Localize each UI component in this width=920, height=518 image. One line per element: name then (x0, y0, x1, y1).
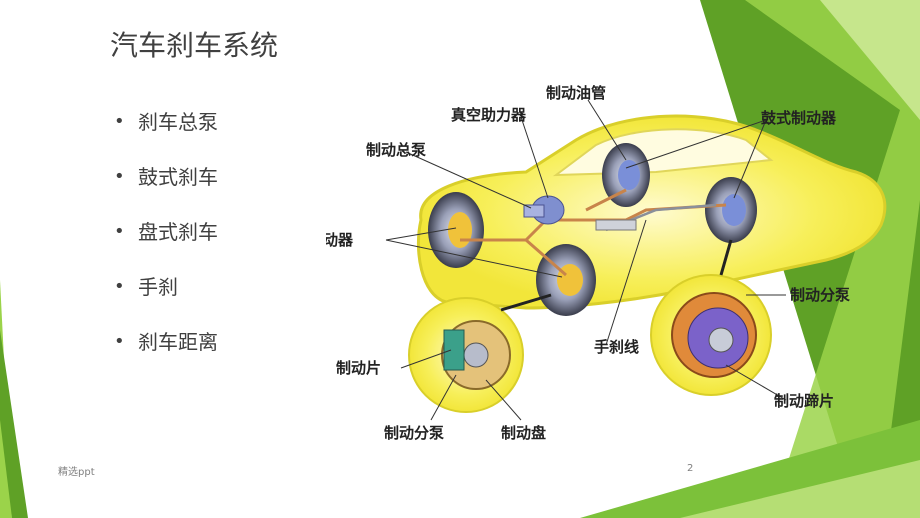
label-brake-line: 制动油管 (546, 84, 606, 102)
bullet-item: 鼓式刹车 (110, 157, 218, 212)
rear-right-wheel (705, 177, 757, 243)
bullet-list: 刹车总泵 鼓式刹车 盘式刹车 手刹 刹车距离 (110, 102, 218, 377)
drum-brake-detail (650, 274, 772, 396)
page-number: 2 (687, 463, 694, 474)
label-brake-pad: 制动片 (336, 359, 381, 377)
detail-connector (500, 293, 552, 312)
left-green-band-thin (0, 330, 28, 518)
bottom-right-green-light (680, 460, 920, 518)
label-brake-shoe: 制动蹄片 (774, 392, 834, 410)
brake-system-diagram: 制动油管 真空助力器 鼓式制动器 制动总泵 盘式制动器 制动分泵 制动片 手刹线… (326, 84, 887, 442)
label-brake-disc: 制动盘 (501, 424, 546, 442)
bullet-item: 刹车总泵 (110, 102, 218, 157)
handbrake-lever (595, 219, 637, 231)
label-wheel-cylinder-right: 制动分泵 (790, 286, 850, 304)
footer-text: 精选ppt (58, 467, 95, 478)
label-vacuum-booster: 真空助力器 (451, 106, 527, 124)
disc-brake-detail (408, 297, 524, 413)
vacuum-booster (523, 195, 565, 225)
bullet-item: 刹车距离 (110, 322, 218, 377)
label-disc-brake: 盘式制动器 (326, 231, 354, 249)
right-green-band-light (745, 0, 920, 518)
label-drum-brake: 鼓式制动器 (761, 109, 837, 127)
front-left-wheel (428, 192, 484, 268)
label-master-cylinder: 制动总泵 (366, 141, 426, 159)
bullet-item: 盘式刹车 (110, 212, 218, 267)
slide-title: 汽车刹车系统 (110, 29, 279, 62)
label-wheel-cylinder-left: 制动分泵 (384, 424, 444, 442)
right-green-band-pale (820, 0, 920, 120)
bullet-item: 手刹 (110, 267, 218, 322)
label-handbrake-cable: 手刹线 (594, 338, 639, 356)
rear-left-wheel (602, 143, 650, 207)
detail-connector (719, 239, 733, 276)
label-leaders (385, 99, 787, 421)
